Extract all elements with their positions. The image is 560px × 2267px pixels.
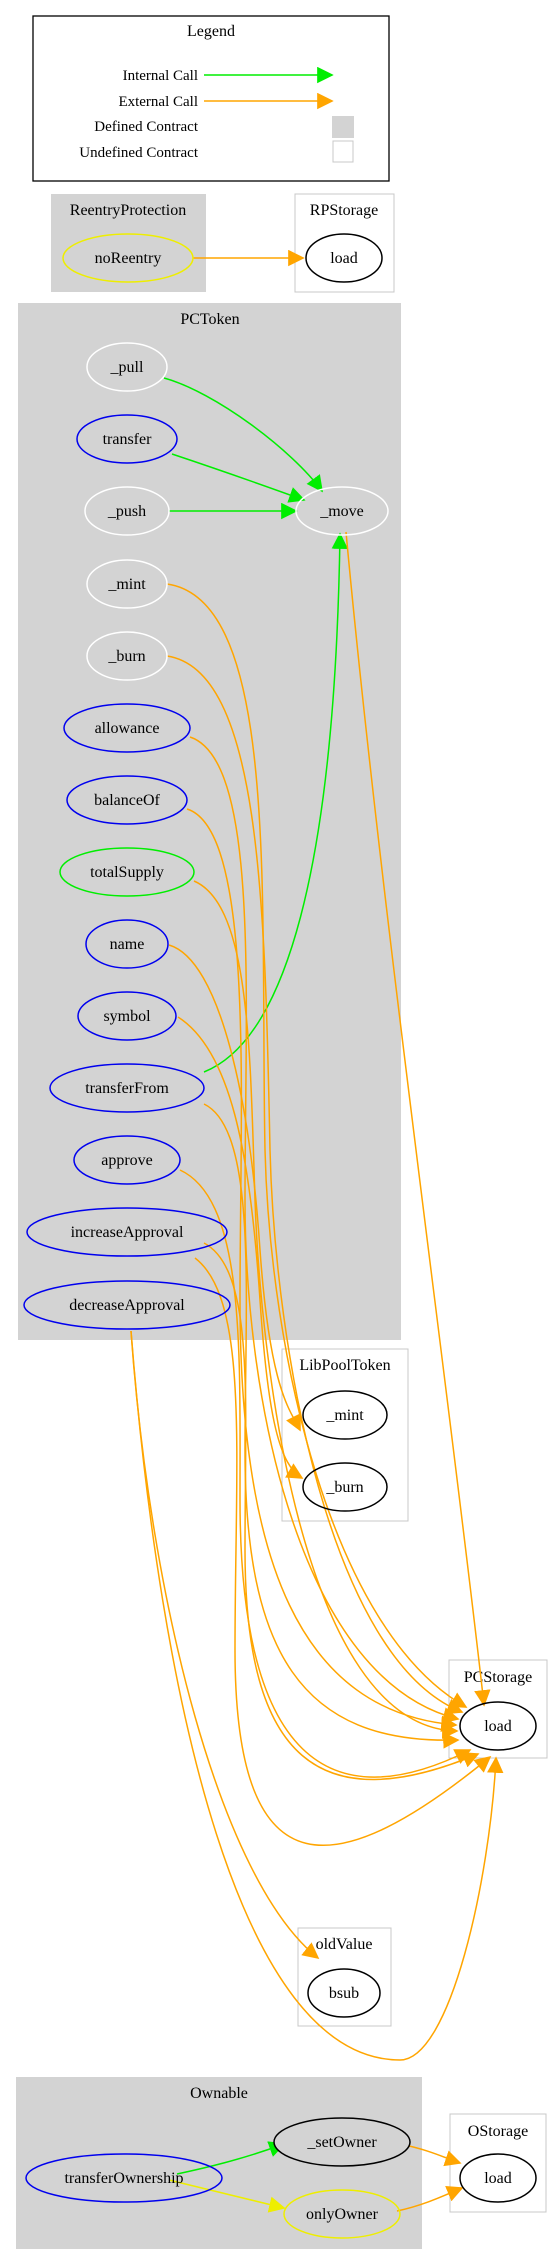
legend-undefined-contract-label: Undefined Contract: [79, 145, 199, 161]
node-symbol: [77, 991, 177, 1041]
node-push: [84, 486, 170, 536]
cluster-rp-storage: RPStorage: [294, 193, 395, 293]
cluster-o-storage-title: OStorage: [468, 2123, 528, 2140]
node-move: [295, 486, 389, 536]
cluster-pc-token-title: PCToken: [180, 311, 239, 328]
node-setowner: [273, 2117, 411, 2167]
legend-defined-contract-label: Defined Contract: [94, 119, 199, 135]
node-pcs-load-label: load: [484, 1718, 512, 1735]
edge-allowance-pcs-load: [189, 736, 460, 1724]
edge-transfer-move: [171, 453, 306, 503]
cluster-pc-token-box: [18, 303, 401, 1340]
cluster-pc-token: PCToken: [18, 303, 401, 1340]
node-balanceof-label: balanceOf: [94, 792, 160, 809]
legend-defined-contract-swatch: [332, 116, 354, 138]
node-transfer: [76, 414, 178, 464]
node-mint-label: _mint: [107, 576, 146, 593]
node-burn: [86, 631, 168, 681]
node-rp-load: [305, 233, 383, 283]
edge-name-lib-mint: [168, 944, 301, 1432]
node-increaseapproval-label: increaseApproval: [71, 1224, 184, 1241]
edge-burn-pcs-load: [166, 655, 464, 1715]
node-increaseapproval: [26, 1207, 228, 1257]
cluster-lib-pool-token-title: LibPoolToken: [299, 1357, 390, 1374]
node-lib-burn: [302, 1462, 388, 1512]
edge-move-pcs-load: [345, 531, 491, 1707]
edge-increaseapproval-pcs-load-2: [194, 1257, 492, 1846]
edge-transferownership-onlyowner: [168, 2179, 286, 2213]
node-push-label: _push: [107, 503, 146, 520]
edge-symbol-lib-burn: [177, 1016, 304, 1479]
legend-title: Legend: [187, 23, 235, 40]
node-balanceof: [66, 775, 188, 825]
cluster-reentry-protection-title: ReentryProtection: [70, 202, 186, 219]
cluster-lib-pool-token-box: [281, 1348, 409, 1522]
cluster-rp-storage-title: RPStorage: [310, 202, 378, 219]
node-lib-mint-label: _mint: [325, 1407, 364, 1424]
edge-transferownership-setowner: [176, 2141, 286, 2175]
cluster-ownable-title: Ownable: [190, 2085, 248, 2102]
node-totalsupply: [59, 847, 195, 897]
cluster-lib-pool-token: LibPoolToken: [281, 1348, 409, 1522]
nodes: noReentry load _pull transfer _push _min…: [23, 233, 537, 2239]
node-mint: [86, 559, 168, 609]
legend-external-call-label: External Call: [118, 94, 198, 110]
node-transferownership: [25, 2153, 223, 2203]
node-bsub-label: bsub: [329, 1985, 359, 2002]
node-burn-label: _burn: [107, 648, 145, 665]
cluster-reentry-protection: ReentryProtection: [51, 194, 206, 292]
edge-totalsupply-pcs-load: [193, 880, 459, 1739]
node-os-load: [459, 2153, 537, 2203]
edge-onlyowner-os-load: [396, 2186, 464, 2212]
node-lib-burn-label: _burn: [325, 1479, 363, 1496]
edge-pull-move: [163, 377, 323, 493]
node-pcs-load: [459, 1701, 537, 1751]
node-pull: [86, 342, 168, 392]
node-rp-load-label: load: [330, 250, 358, 267]
legend: Legend Internal Call External Call Defin…: [32, 15, 390, 182]
node-decreaseapproval-label: decreaseApproval: [69, 1297, 185, 1314]
node-pull-label: _pull: [110, 359, 144, 376]
edge-mint-pcs-load: [166, 583, 468, 1708]
cluster-pc-storage: PCStorage: [448, 1659, 548, 1759]
node-approve: [73, 1135, 181, 1185]
node-onlyowner-label: onlyOwner: [306, 2206, 379, 2223]
cluster-o-storage: OStorage: [449, 2113, 547, 2213]
node-transferfrom-label: transferFrom: [85, 1080, 169, 1097]
node-onlyowner: [283, 2189, 401, 2239]
node-name-label: name: [110, 936, 145, 953]
cluster-rp-storage-box: [294, 193, 395, 293]
edge-approve-pcs-load: [179, 1169, 472, 1778]
cluster-pc-storage-title: PCStorage: [464, 1669, 532, 1686]
node-bsub: [307, 1968, 381, 2018]
edge-decreaseapproval-pcs-load: [130, 1330, 504, 2061]
cluster-old-value-title: oldValue: [316, 1936, 373, 1953]
cluster-old-value: oldValue: [297, 1927, 392, 2027]
legend-internal-call-label: Internal Call: [123, 68, 198, 84]
node-symbol-label: symbol: [103, 1008, 151, 1025]
cluster-o-storage-box: [449, 2113, 547, 2213]
node-decreaseapproval: [23, 1280, 231, 1330]
node-os-load-label: load: [484, 2170, 512, 2187]
node-noreentry-label: noReentry: [95, 250, 162, 267]
node-noreentry: [62, 233, 194, 283]
node-approve-label: approve: [101, 1152, 153, 1169]
node-totalsupply-label: totalSupply: [90, 864, 164, 881]
legend-undefined-contract-swatch: [332, 140, 354, 163]
node-allowance-label: allowance: [95, 720, 160, 737]
node-lib-mint: [302, 1390, 388, 1440]
edges: [130, 249, 504, 2213]
node-transferfrom: [49, 1063, 205, 1113]
node-move-label: _move: [319, 503, 364, 520]
edge-transferfrom-move: [203, 532, 349, 1073]
node-allowance: [63, 703, 191, 753]
node-transferownership-label: transferOwnership: [64, 2170, 183, 2187]
node-setowner-label: _setOwner: [306, 2134, 377, 2151]
node-name: [85, 919, 169, 969]
node-transfer-label: transfer: [103, 431, 153, 448]
edge-balanceof-pcs-load: [186, 808, 458, 1732]
edge-increaseapproval-pcs-load: [203, 1242, 480, 1781]
